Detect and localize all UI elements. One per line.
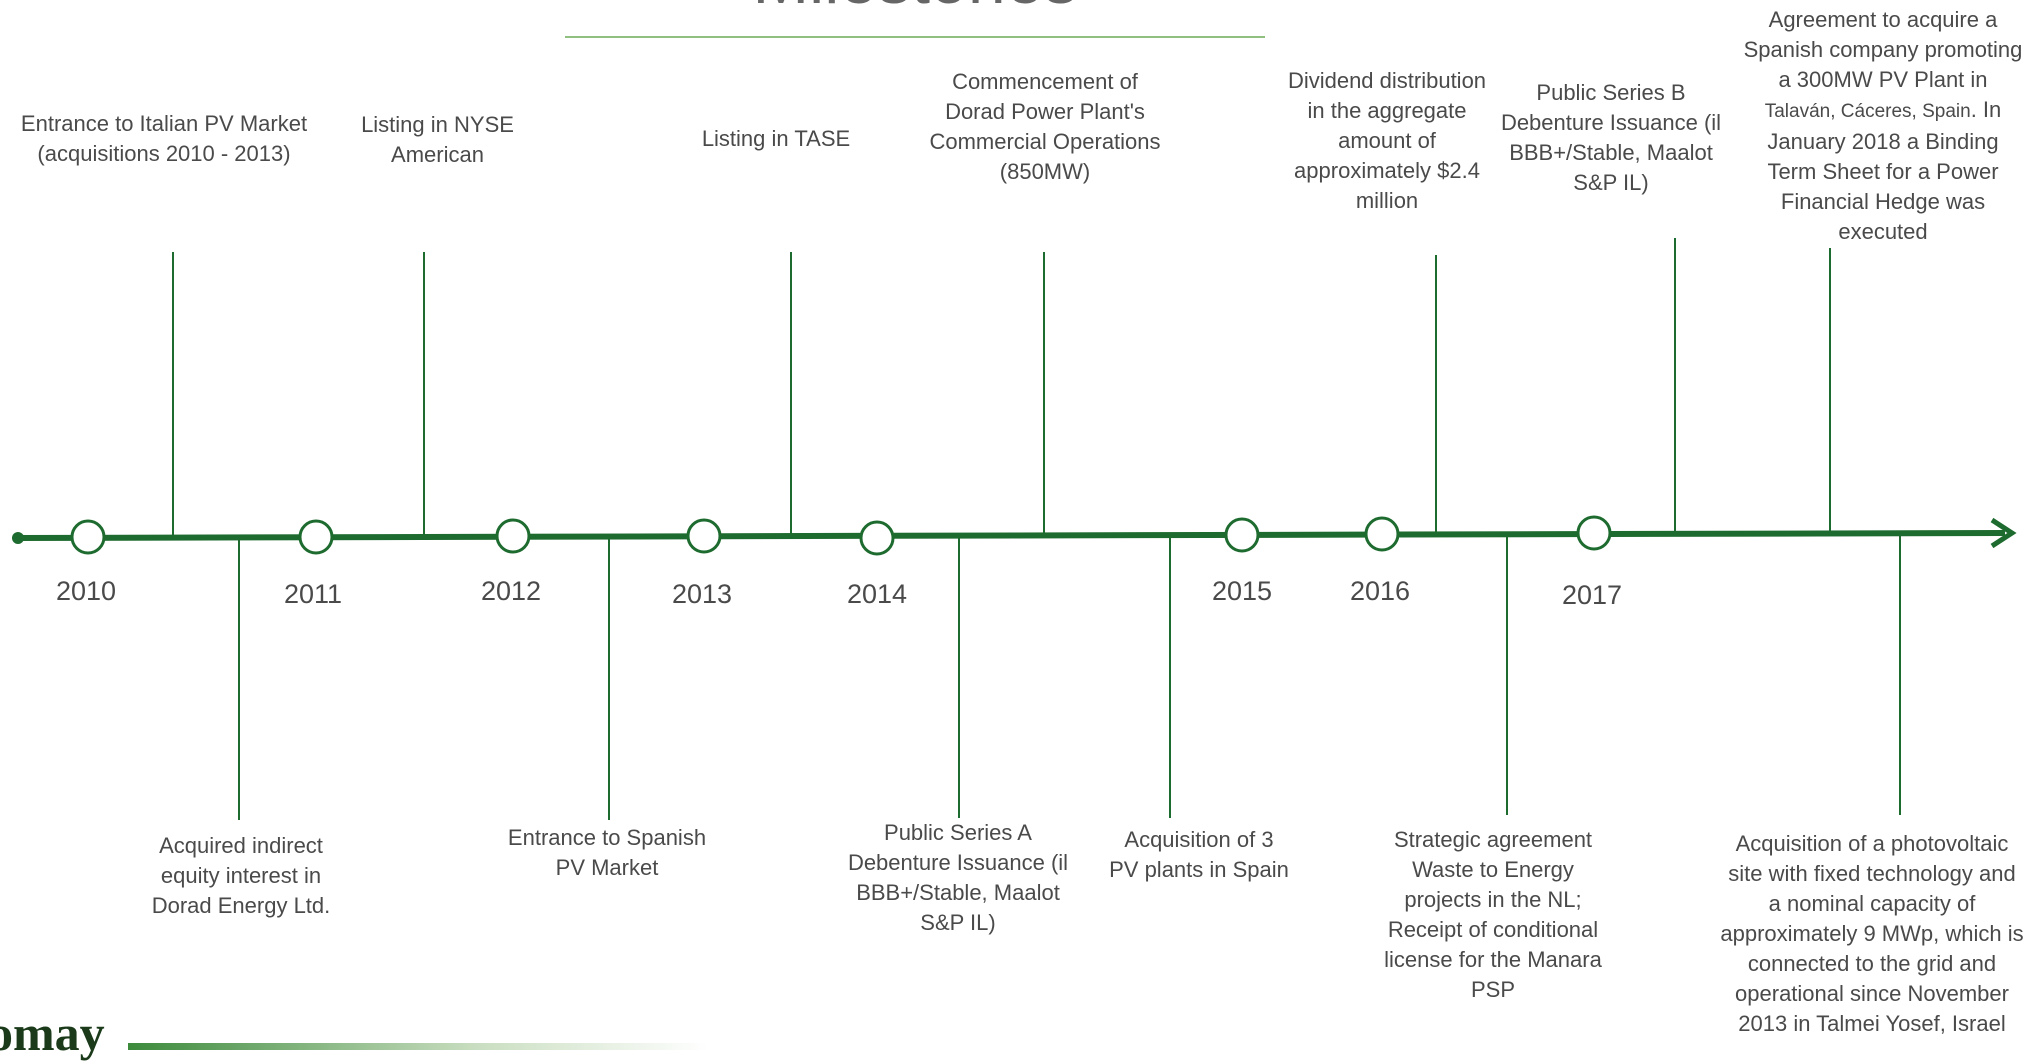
page-title: Milestones	[565, 0, 1265, 20]
event-top-italian-pv: Entrance to Italian PV Market (acquisiti…	[20, 111, 308, 166]
year-label-2013: 2013	[672, 579, 733, 609]
event-top-dorad-operations: Commencement of Dorad Power Plant's Comm…	[929, 69, 1161, 184]
year-label-2016: 2016	[1350, 576, 1411, 606]
timeline-axis	[17, 530, 2006, 541]
event-bottom-waste-energy: Strategic agreement Waste to Energy proj…	[1384, 827, 1602, 1002]
event-bottom-spain-plants: Acquisition of 3 PV plants in Spain	[1109, 827, 1289, 882]
event-bottom-dorad-equity: Acquired indirect equity interest in Dor…	[151, 833, 331, 918]
year-label-2011: 2011	[284, 579, 343, 609]
year-marker-2016	[1364, 516, 1400, 552]
event-top-dividend: Dividend distribution in the aggregate a…	[1287, 68, 1487, 213]
company-logo: omay	[0, 1005, 105, 1061]
event-top-spain-agreement: Agreement to acquire a Spanish company p…	[1742, 5, 2024, 247]
year-label-2015: 2015	[1212, 576, 1273, 606]
timeline-arrowhead	[1990, 517, 2017, 549]
title-underline	[565, 36, 1265, 38]
year-marker-2013	[686, 518, 722, 554]
event-top-spain-place: Talaván, Cáceres, Spain	[1764, 101, 1971, 122]
year-marker-2015	[1224, 517, 1260, 553]
year-marker-2010	[70, 519, 106, 555]
logo-underline	[128, 1043, 708, 1050]
year-marker-2011	[298, 519, 334, 555]
year-marker-2017	[1576, 515, 1612, 551]
year-label-2012: 2012	[481, 576, 542, 606]
event-bottom-spanish-pv: Entrance to Spanish PV Market	[507, 825, 707, 880]
year-label-2010: 2010	[56, 576, 117, 606]
year-marker-2012	[495, 518, 531, 554]
year-marker-2014	[859, 520, 895, 556]
event-top-series-b: Public Series B Debenture Issuance (il B…	[1500, 80, 1722, 195]
event-top-nyse-listing: Listing in NYSE American	[361, 112, 514, 167]
event-top-tase-listing: Listing in TASE	[701, 126, 851, 151]
event-top-spain-text-a: Agreement to acquire a Spanish company p…	[1743, 7, 2023, 92]
event-top-spain-text-b: . In January 2018 a Binding Term Sheet f…	[1767, 97, 2002, 244]
year-label-2017: 2017	[1562, 580, 1623, 610]
event-bottom-series-a: Public Series A Debenture Issuance (il B…	[847, 820, 1069, 935]
timeline-start-dot	[12, 532, 24, 544]
year-label-2014: 2014	[847, 579, 908, 609]
event-bottom-talmei-yosef: Acquisition of a photovoltaic site with …	[1720, 831, 2024, 1036]
